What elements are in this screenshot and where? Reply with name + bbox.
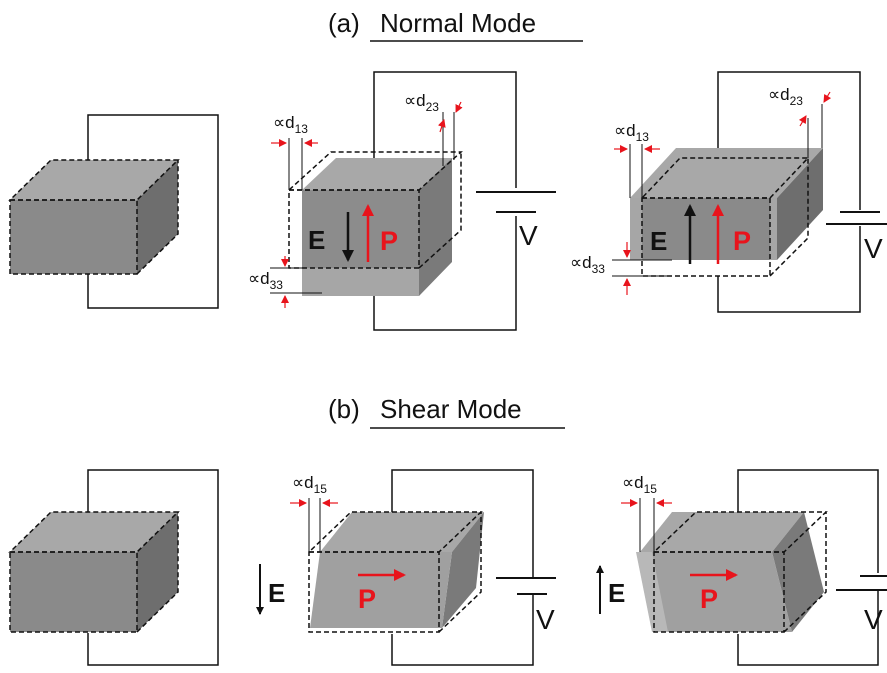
d15-label: ∝d15 — [622, 473, 657, 496]
d33-label: ∝d33 — [570, 253, 605, 276]
panel-b-prefix: (b) — [328, 394, 360, 424]
panel-a-title: (a) Normal Mode — [328, 8, 583, 42]
circuit-wire — [391, 594, 534, 666]
panel-a-prefix: (a) — [328, 8, 360, 38]
d13-label: ∝d13 — [273, 113, 308, 136]
circuit-wire — [373, 216, 517, 331]
normal-block-contracted: V E P ∝d13 ∝d23 ∝d33 — [248, 71, 556, 331]
circuit-wire — [373, 71, 517, 188]
d33-label: ∝d33 — [248, 269, 283, 292]
voltage-label: V — [536, 604, 555, 635]
circuit-wire — [87, 114, 219, 309]
d15-label: ∝d15 — [292, 473, 327, 496]
circuit-wire — [717, 226, 861, 313]
d23-label: ∝d23 — [768, 85, 803, 108]
voltage-label: V — [864, 604, 883, 635]
battery-icon — [826, 211, 887, 225]
d13-label: ∝d13 — [614, 121, 649, 144]
e-field-label: E — [308, 225, 325, 255]
battery-icon — [836, 575, 887, 591]
shear-block-right: V E P ∝d15 — [256, 469, 556, 666]
polarization-label: P — [733, 226, 751, 256]
e-field-label: E — [608, 578, 625, 608]
e-field-label: E — [268, 578, 285, 608]
panel-a-label: Normal Mode — [380, 8, 536, 38]
shear-block-left: V E P ∝d15 — [596, 469, 887, 666]
voltage-label: V — [519, 220, 538, 251]
polarization-label: P — [380, 226, 398, 256]
normal-block-expanded: V E P ∝d13 ∝d23 ∝d33 — [570, 71, 887, 313]
circuit-wire — [737, 469, 879, 573]
circuit-wire — [737, 590, 879, 666]
circuit-wire — [87, 469, 219, 666]
battery-icon — [496, 577, 556, 595]
shear-block-unpowered — [8, 469, 219, 666]
e-field-label: E — [650, 226, 667, 256]
panel-b-title: (b) Shear Mode — [328, 394, 565, 429]
voltage-label: V — [864, 233, 883, 264]
circuit-wire — [391, 469, 534, 577]
d23-label: ∝d23 — [404, 91, 439, 114]
battery-icon — [476, 191, 556, 213]
normal-block-unpowered — [8, 114, 219, 309]
polarization-label: P — [358, 584, 376, 614]
circuit-wire — [717, 71, 861, 210]
polarization-label: P — [700, 584, 718, 614]
panel-b-label: Shear Mode — [380, 394, 522, 424]
